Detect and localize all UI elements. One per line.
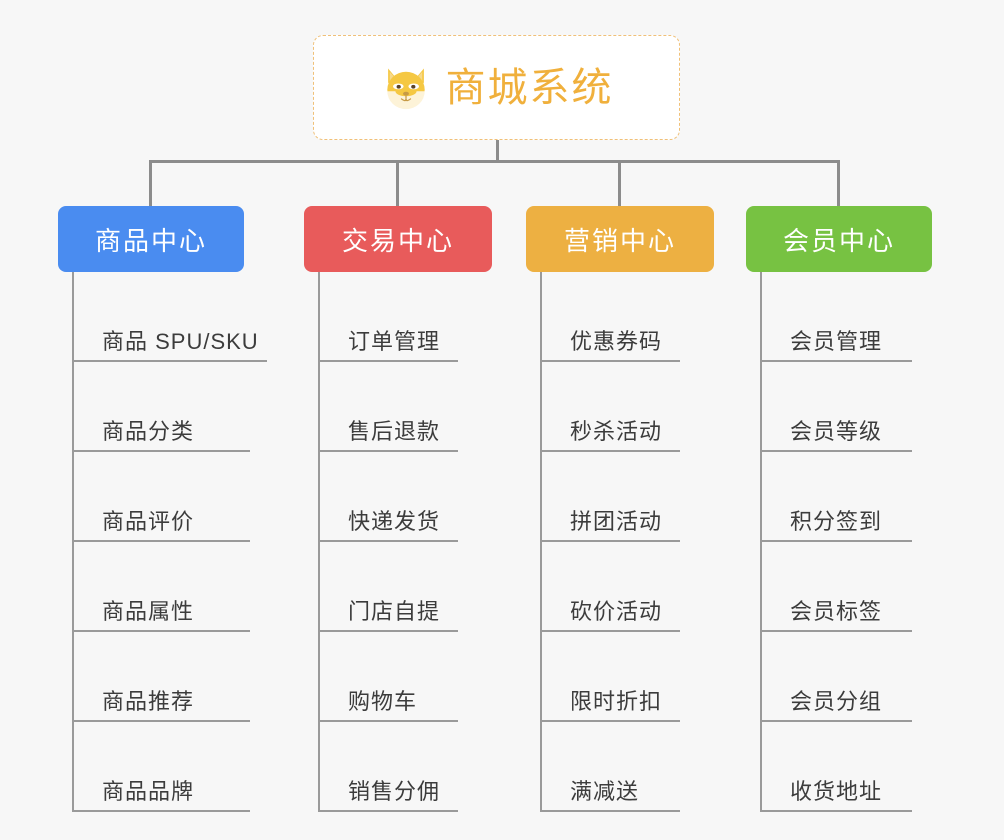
leaf-item[interactable]: 商品 SPU/SKU [72,272,267,362]
leaf-item-underline [318,450,458,452]
leaf-item-label: 快递发货 [348,509,441,534]
leaf-item-underline [760,450,912,452]
leaf-item-underline [760,360,912,362]
leaf-item-label: 秒杀活动 [570,419,663,444]
leaf-spine [760,272,762,812]
shiba-dog-face-icon [386,68,425,109]
leaf-column-trade-center: 订单管理售后退款快递发货门店自提购物车销售分佣 [318,272,458,812]
connector-drop-1 [149,160,152,206]
leaf-item-underline [72,360,267,362]
leaf-item-underline [760,630,912,632]
leaf-item[interactable]: 订单管理 [318,272,458,362]
leaf-item-underline [72,450,250,452]
leaf-item-label: 会员分组 [790,689,883,714]
category-label: 会员中心 [782,225,895,256]
category-node-product-center[interactable]: 商品中心 [58,206,244,272]
leaf-item-label: 商品分类 [102,419,195,444]
leaf-item-underline [540,720,680,722]
leaf-item-label: 优惠券码 [570,329,663,354]
connector-horizontal-bus [149,160,840,163]
leaf-item-label: 商品属性 [102,599,195,624]
leaf-item[interactable]: 售后退款 [318,362,458,452]
category-node-member-center[interactable]: 会员中心 [746,206,932,272]
root-title: 商城系统 [445,65,614,110]
leaf-item-label: 订单管理 [348,329,441,354]
leaf-item-underline [540,540,680,542]
leaf-item[interactable]: 拼团活动 [540,452,680,542]
connector-drop-3 [618,160,621,206]
leaf-item[interactable]: 限时折扣 [540,632,680,722]
leaf-column-member-center: 会员管理会员等级积分签到会员标签会员分组收货地址 [760,272,912,812]
leaf-item[interactable]: 会员管理 [760,272,912,362]
leaf-item[interactable]: 优惠券码 [540,272,680,362]
leaf-item[interactable]: 商品分类 [72,362,259,452]
leaf-item-underline [72,630,250,632]
leaf-item[interactable]: 商品属性 [72,542,259,632]
leaf-item[interactable]: 满减送 [540,722,680,812]
leaf-item[interactable]: 快递发货 [318,452,458,542]
leaf-item[interactable]: 商品推荐 [72,632,259,722]
leaf-item-label: 会员等级 [790,419,883,444]
leaf-item-underline [318,810,458,812]
category-node-trade-center[interactable]: 交易中心 [304,206,492,272]
leaf-item-underline [760,720,912,722]
connector-root-stem [496,140,499,162]
leaf-item[interactable]: 商品品牌 [72,722,259,812]
category-label: 商品中心 [94,225,207,256]
connector-drop-4 [837,160,840,206]
leaf-item-underline [318,540,458,542]
leaf-item[interactable]: 秒杀活动 [540,362,680,452]
leaf-item-underline [760,540,912,542]
leaf-item-label: 收货地址 [790,779,883,804]
leaf-spine [72,272,74,812]
leaf-item-underline [318,720,458,722]
leaf-item-label: 商品评价 [102,509,195,534]
leaf-item-label: 积分签到 [790,509,883,534]
leaf-item-label: 门店自提 [348,599,441,624]
leaf-item-label: 砍价活动 [570,599,663,624]
category-node-marketing-center[interactable]: 营销中心 [526,206,714,272]
leaf-item-label: 售后退款 [348,419,441,444]
root-node[interactable]: 商城系统 [313,35,680,140]
leaf-item-underline [318,630,458,632]
leaf-spine [540,272,542,812]
leaf-item-label: 销售分佣 [348,779,441,804]
leaf-item-underline [318,360,458,362]
leaf-item-underline [540,360,680,362]
leaf-item[interactable]: 购物车 [318,632,458,722]
leaf-item-label: 会员管理 [790,329,883,354]
leaf-item[interactable]: 商品评价 [72,452,259,542]
leaf-item[interactable]: 会员标签 [760,542,912,632]
category-label: 营销中心 [563,225,676,256]
leaf-item-label: 会员标签 [790,599,883,624]
leaf-item[interactable]: 砍价活动 [540,542,680,632]
leaf-item-label: 商品推荐 [102,689,195,714]
connector-drop-2 [396,160,399,206]
leaf-item-underline [540,450,680,452]
leaf-item[interactable]: 会员分组 [760,632,912,722]
leaf-item-label: 商品 SPU/SKU [102,329,259,354]
category-label: 交易中心 [341,225,454,256]
leaf-item[interactable]: 收货地址 [760,722,912,812]
leaf-column-marketing-center: 优惠券码秒杀活动拼团活动砍价活动限时折扣满减送 [540,272,680,812]
leaf-item-label: 商品品牌 [102,779,195,804]
leaf-spine [318,272,320,812]
leaf-item-label: 满减送 [570,779,640,804]
leaf-item-label: 限时折扣 [570,689,663,714]
leaf-item[interactable]: 门店自提 [318,542,458,632]
leaf-item-underline [72,540,250,542]
leaf-item[interactable]: 积分签到 [760,452,912,542]
leaf-item-underline [72,720,250,722]
leaf-column-product-center: 商品 SPU/SKU 商品分类商品评价商品属性商品推荐商品品牌 [72,272,267,812]
leaf-item-underline [72,810,250,812]
leaf-item-label: 拼团活动 [570,509,663,534]
leaf-item[interactable]: 会员等级 [760,362,912,452]
leaf-item-underline [540,810,680,812]
leaf-item-underline [540,630,680,632]
leaf-item-underline [760,810,912,812]
leaf-item-label: 购物车 [348,689,418,714]
leaf-item[interactable]: 销售分佣 [318,722,458,812]
